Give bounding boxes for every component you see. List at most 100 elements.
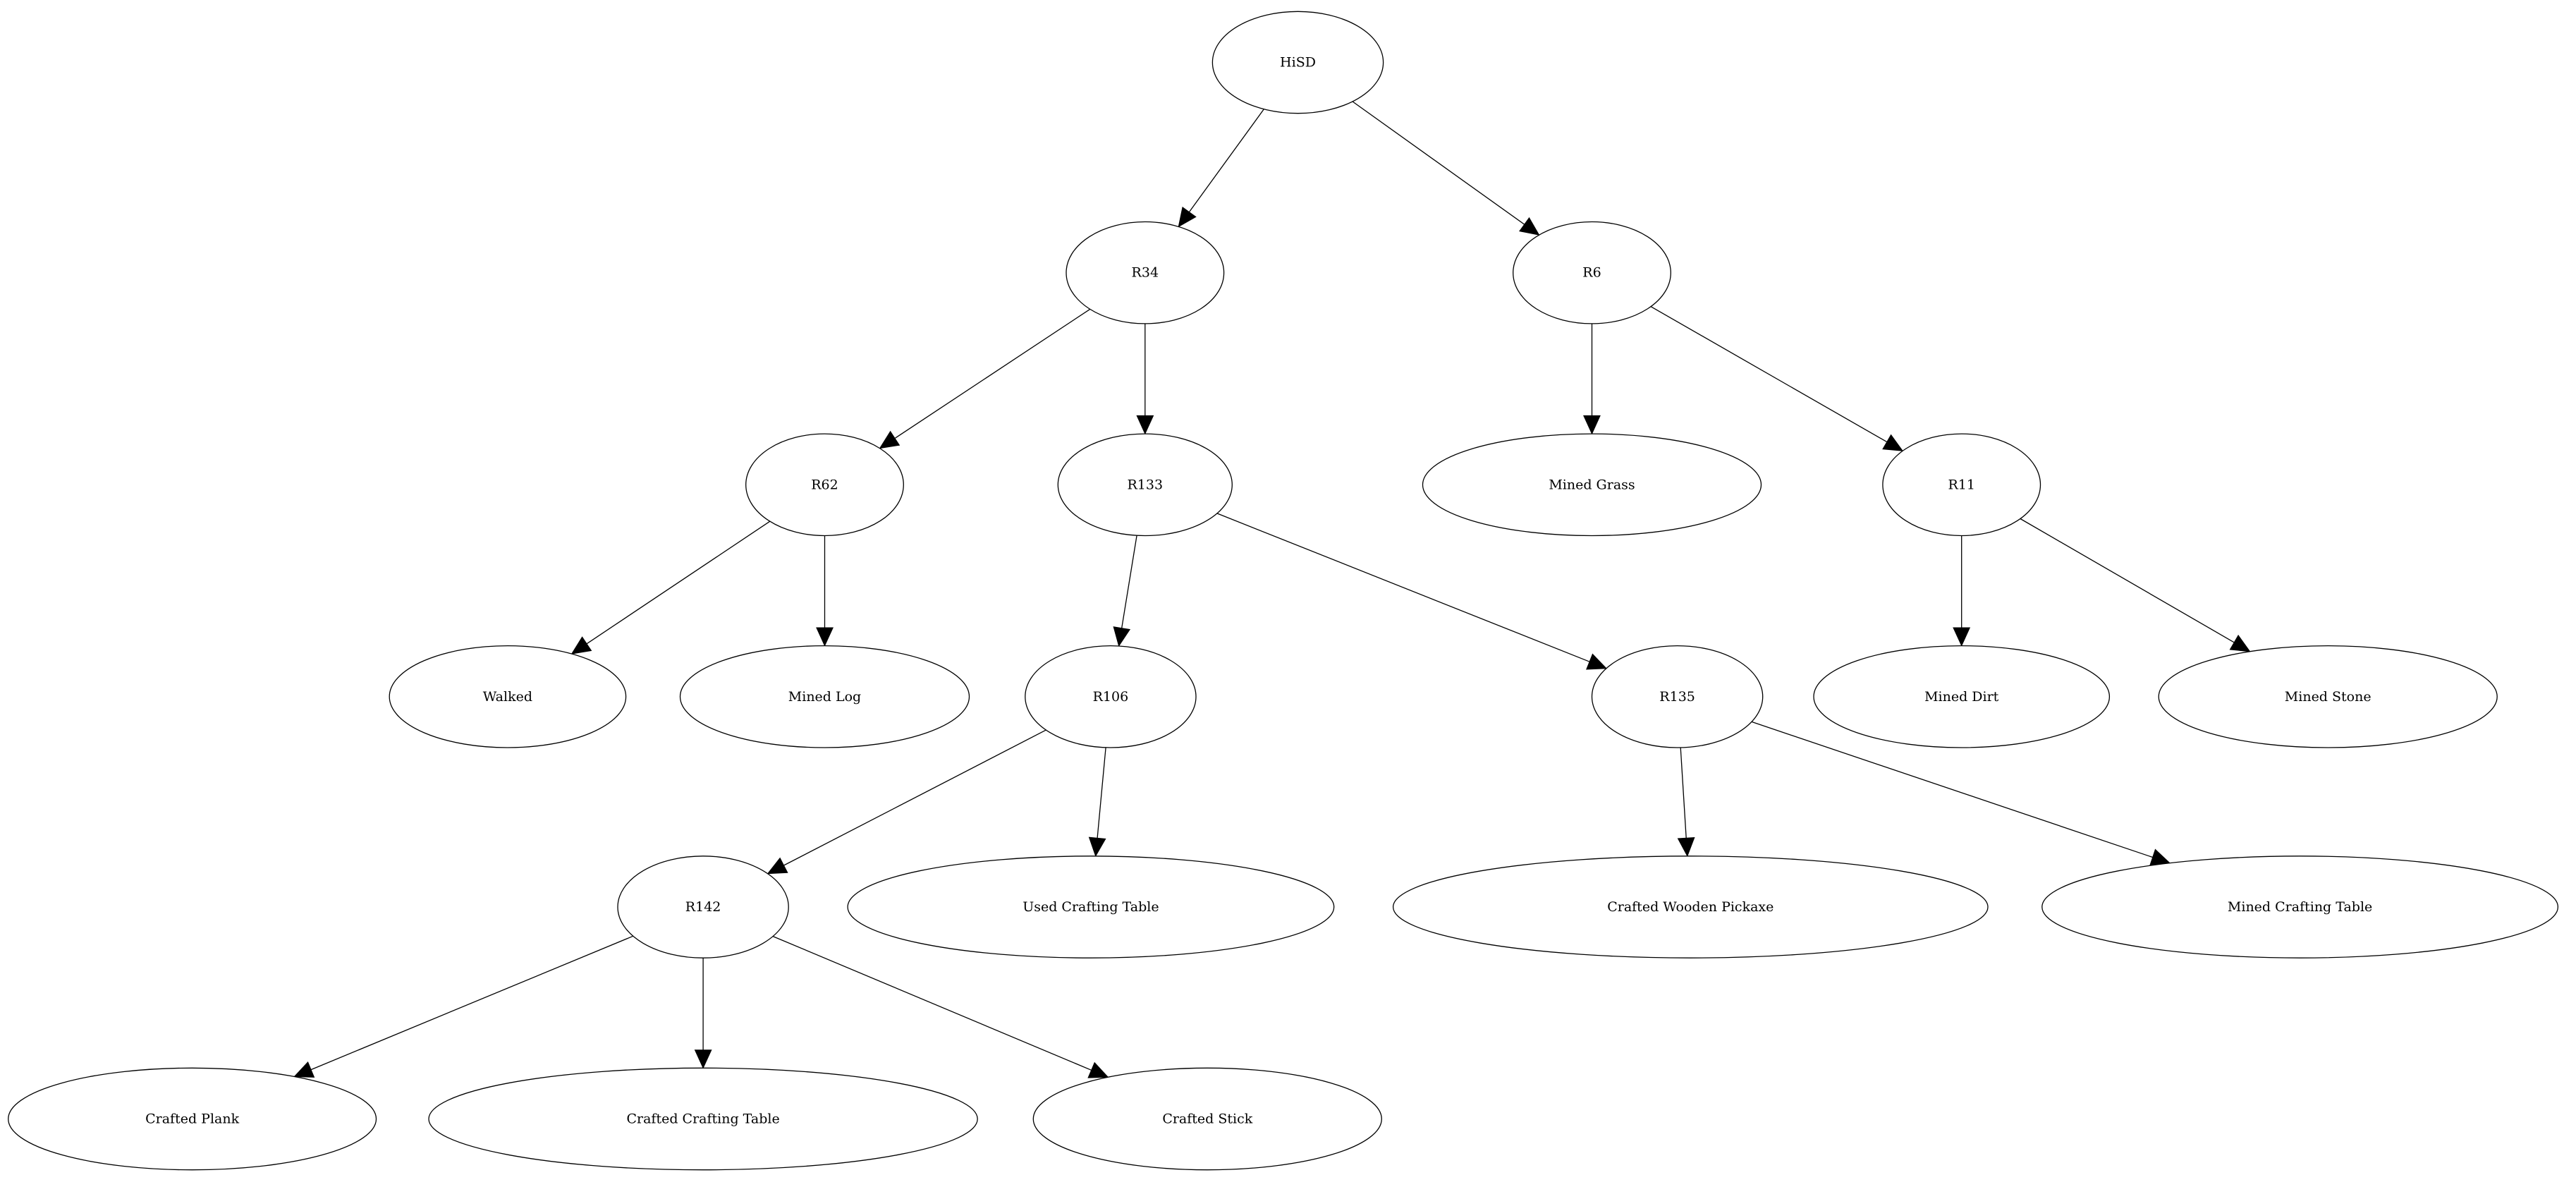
arrowhead-icon (1586, 653, 1608, 670)
arrowhead-icon (767, 857, 788, 875)
node-hisd: HiSD (1211, 11, 1384, 114)
node-ellipse (1032, 1067, 1382, 1171)
node-label: Crafted Plank (145, 1112, 239, 1127)
node-ellipse (1066, 221, 1225, 324)
edge-r133-to-r106 (1113, 535, 1137, 647)
edge-r62-to-walked (570, 521, 771, 655)
arrowhead-icon (1583, 415, 1601, 435)
edge-r142-to-crafted-stick (772, 936, 1109, 1078)
edge-line (1680, 747, 1687, 839)
node-label: Mined Crafting Table (2228, 899, 2372, 915)
node-r106: R106 (1025, 645, 1197, 748)
node-label: Mined Log (788, 689, 861, 705)
node-ellipse (1211, 11, 1384, 114)
node-label: Crafted Wooden Pickaxe (1607, 899, 1774, 915)
arrowhead-icon (1677, 836, 1695, 858)
edge-line (2020, 518, 2235, 643)
node-r62: R62 (745, 433, 904, 537)
edge-r133-to-r135 (1216, 513, 1608, 670)
edge-line (783, 729, 1046, 866)
arrowhead-icon (694, 1049, 712, 1069)
node-r34: R34 (1066, 221, 1225, 324)
node-ellipse (745, 433, 904, 537)
arrowhead-icon (1088, 836, 1106, 858)
node-mined-stone: Mined Stone (2158, 645, 2498, 748)
edge-r34-to-r62 (879, 308, 1091, 449)
edge-r6-to-mined-grass (1583, 324, 1601, 435)
edge-line (1188, 109, 1264, 212)
edge-line (1352, 101, 1525, 225)
node-label: R62 (811, 477, 838, 492)
node-crafted-wooden-pickaxe: Crafted Wooden Pickaxe (1392, 856, 1989, 958)
node-label: Used Crafting Table (1023, 899, 1159, 915)
node-ellipse (2158, 645, 2498, 748)
arrowhead-icon (1178, 206, 1197, 228)
arrowhead-icon (1519, 217, 1540, 236)
arrowhead-icon (570, 636, 592, 655)
node-label: R34 (1132, 265, 1159, 281)
edge-r135-to-crafted-wooden-pickaxe (1677, 747, 1695, 858)
node-label: R133 (1128, 477, 1164, 492)
edge-r6-to-r11 (1650, 306, 1904, 451)
arrowhead-icon (1136, 415, 1154, 435)
node-mined-dirt: Mined Dirt (1813, 645, 2111, 748)
arrowhead-icon (879, 430, 901, 449)
node-r11: R11 (1882, 433, 2041, 537)
node-ellipse (1513, 221, 1671, 324)
edge-hisd-to-r34 (1178, 109, 1264, 228)
edge-r11-to-mined-dirt (1953, 535, 1971, 647)
node-ellipse (8, 1067, 377, 1171)
edge-r106-to-used-crafting-table (1088, 747, 1106, 858)
arrowhead-icon (1953, 627, 1971, 647)
node-label: R6 (1582, 265, 1601, 281)
edge-r11-to-mined-stone (2020, 518, 2251, 652)
edge-line (1650, 306, 1888, 443)
edge-line (310, 935, 633, 1071)
arrowhead-icon (2229, 634, 2251, 652)
node-label: Crafted Crafting Table (626, 1112, 779, 1127)
node-ellipse (617, 856, 789, 958)
node-mined-crafting-table: Mined Crafting Table (2041, 856, 2559, 958)
node-r133: R133 (1057, 433, 1233, 537)
arrowhead-icon (1882, 434, 1904, 451)
node-ellipse (428, 1067, 978, 1171)
edge-line (772, 936, 1092, 1071)
node-r6: R6 (1513, 221, 1671, 324)
node-ellipse (1813, 645, 2111, 748)
node-crafted-stick: Crafted Stick (1032, 1067, 1382, 1171)
edge-line (894, 308, 1091, 439)
node-r142: R142 (617, 856, 789, 958)
node-used-crafting-table: Used Crafting Table (847, 856, 1335, 958)
edge-r142-to-crafted-crafting-table (694, 958, 712, 1069)
arrowhead-icon (2149, 848, 2171, 866)
node-ellipse (1025, 645, 1197, 748)
arrowhead-icon (293, 1061, 315, 1078)
node-label: R135 (1659, 689, 1695, 705)
edge-hisd-to-r6 (1352, 101, 1540, 236)
node-r135: R135 (1591, 645, 1764, 748)
node-crafted-plank: Crafted Plank (8, 1067, 377, 1171)
edge-line (586, 521, 771, 645)
node-ellipse (1422, 433, 1762, 537)
node-label: Mined Dirt (1924, 689, 1999, 705)
node-label: HiSD (1280, 55, 1316, 71)
edge-line (1216, 513, 1590, 662)
node-label: R142 (685, 899, 721, 915)
node-label: R106 (1093, 689, 1129, 705)
edge-r106-to-r142 (767, 729, 1046, 875)
node-ellipse (1392, 856, 1989, 958)
edge-line (1751, 721, 2153, 858)
node-ellipse (389, 645, 627, 748)
node-ellipse (2041, 856, 2559, 958)
edges-layer (293, 101, 2251, 1078)
edge-r142-to-crafted-plank (293, 935, 633, 1078)
node-label: Crafted Stick (1162, 1112, 1252, 1127)
edge-line (1097, 747, 1106, 839)
arrowhead-icon (1113, 626, 1131, 647)
edge-r62-to-mined-log (816, 535, 834, 647)
node-label: Mined Grass (1549, 477, 1635, 492)
node-ellipse (847, 856, 1335, 958)
node-label: Walked (483, 689, 532, 705)
